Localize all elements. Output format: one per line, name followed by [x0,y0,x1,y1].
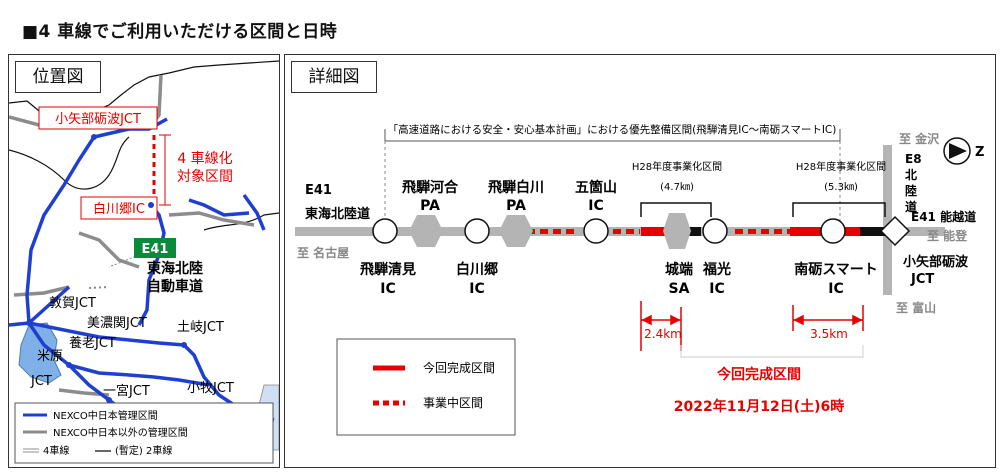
target-bracket [159,134,171,206]
detail-map-panel: 「高速道路における安全・安心基本計画」における優先整備区間(飛騨清見IC〜南砺ス… [284,54,996,468]
highway-name-1: 東海北陸 [147,260,203,277]
completed-section-a [641,227,681,236]
detail-map: 「高速道路における安全・安心基本計画」における優先整備区間(飛騨清見IC〜南砺ス… [295,123,984,436]
location-map-title: 位置図 [15,61,101,93]
ic-hida-kiyomi [372,218,398,244]
h28-bracket-a [640,202,712,217]
ic-gokayama [583,218,609,244]
h28-length-a: (4.7㎞) [660,181,694,193]
lake-water [18,322,62,384]
komaki-jct-label: 小牧JCT [187,381,234,396]
opening-title: 今回完成区間 [716,366,801,383]
legend-completed-label: 今回完成区間 [423,360,495,375]
to-noto: 至 能登 [927,228,968,243]
legend-nexco-label: NEXCO中日本管理区間 [53,409,158,422]
jct-marker [879,215,911,247]
facility-top-1-type: PA [506,198,526,214]
ic-nanto-smart [820,218,846,244]
pa-marker-shirakawa [499,215,533,247]
priority-bracket [384,129,841,142]
e8-road [883,145,892,295]
legend-two-lane-label: (暫定) 2車線 [115,444,172,457]
kogane-jct-1: JCT [910,272,934,287]
target-label-2: 対象区間 [177,169,233,185]
legend-four-lane-label: 4車線 [43,444,69,457]
target-label-1: 4 車線化 [177,150,232,167]
ic-markers [372,218,846,244]
ichinomiya-jct-label: 一宮JCT [103,383,150,399]
jct-markers [26,134,187,403]
location-map-panel: 小矢部砺波JCT 4 車線化 対象区間 白川郷IC E41 東海北陸 自動車道 … [8,54,280,468]
facility-bottom-3-type: IC [709,281,724,297]
priority-note: 「高速道路における安全・安心基本計画」における優先整備区間(飛騨清見IC〜南砺ス… [388,123,837,136]
facility-bottom-4-name: 南砺スマート [794,261,878,278]
facility-bottom-4-type: IC [828,281,843,297]
maibara-jct-label: JCT [30,374,52,389]
kogane-jct-0: 小矢部砺波 [903,254,969,270]
h28-label-b: H28年度事業化区間 [796,160,886,173]
right-e41: E41 能越道 [911,209,976,224]
facility-bottom-0-name: 飛騨清見 [359,261,416,278]
pa-marker-kawai [409,215,443,247]
to-toyama: 至 富山 [896,300,936,315]
sa-marker-johana [663,213,691,249]
yoro-jct-label: 養老JCT [69,335,116,351]
legend-ongoing-label: 事業中区間 [423,395,483,410]
facility-bottom-1-type: IC [469,281,484,297]
maibara-label: 米原 [37,349,63,364]
facility-bottom-2-name: 城端 [665,261,693,278]
ic-fukumitsu [702,218,728,244]
facility-top-2-type: IC [588,198,603,214]
highway-name-2: 自動車道 [147,278,203,295]
left-route-name: 東海北陸道 [305,206,370,222]
location-map: 小矢部砺波JCT 4 車線化 対象区間 白川郷IC E41 東海北陸 自動車道 … [8,60,280,464]
h28-label-a: H28年度事業化区間 [632,160,722,173]
minoseki-jct-label: 美濃関JCT [87,316,147,331]
facility-top-1-name: 飛騨白川 [487,179,544,196]
length-marker-b [792,305,864,331]
h28-bracket-b [792,202,886,217]
facility-top-2-name: 五箇山 [575,179,617,196]
page-title: ■4 車線でご利用いただける区間と日時 [22,22,338,42]
ic-shirakawago [464,218,490,244]
location-legend-box [14,402,274,464]
page-heading: ■4 車線でご利用いただける区間と日時 [8,4,998,52]
length-label-a: 2.4km [644,327,682,341]
e8-name-2: 道 [905,199,917,214]
dotted-road [88,286,110,289]
left-route: E41 [305,183,332,198]
legend-other-label: NEXCO中日本以外の管理区間 [53,426,188,439]
open-section-b [860,227,885,236]
facility-bottom-3-name: 福光 [702,261,731,278]
north-mark: Z [975,145,984,160]
length-label-b: 3.5km [810,327,848,341]
parking-markers [409,213,691,249]
to-kanazawa: 至 金沢 [899,131,940,146]
opening-date: 2022年11月12日(土)6時 [674,398,844,415]
h28-length-b: (5.3㎞) [824,181,858,193]
toki-jct-label: 土岐JCT [177,320,224,335]
coastline-bay [8,136,130,190]
facility-bottom-1-name: 白川郷 [456,261,498,278]
e8-code: E8 [905,152,922,166]
detail-legend-box [336,338,516,436]
e8-name-0: 北 [905,167,917,182]
tsuruga-jct-label: 敦賀JCT [49,295,96,311]
route-badge-label: E41 [142,242,169,257]
opening-bracket [680,345,864,358]
facility-top-0-type: PA [420,198,440,214]
facility-bottom-0-type: IC [380,281,395,297]
kogane-jct-label: 小矢部砺波JCT [55,112,141,127]
shirakawago-label: 白川郷IC [93,201,145,217]
shirakawago-box [80,196,158,220]
facility-bottom-2-type: SA [669,281,690,297]
facility-top-0-name: 飛騨河合 [401,179,459,196]
route-badge [134,238,176,258]
open-section-a [681,227,701,236]
to-nagoya: 至 名古屋 [297,245,349,260]
e8-name-1: 陸 [905,183,917,198]
detail-map-title: 詳細図 [291,61,377,93]
kogane-jct-box [38,106,158,130]
length-marker-a [640,301,682,351]
